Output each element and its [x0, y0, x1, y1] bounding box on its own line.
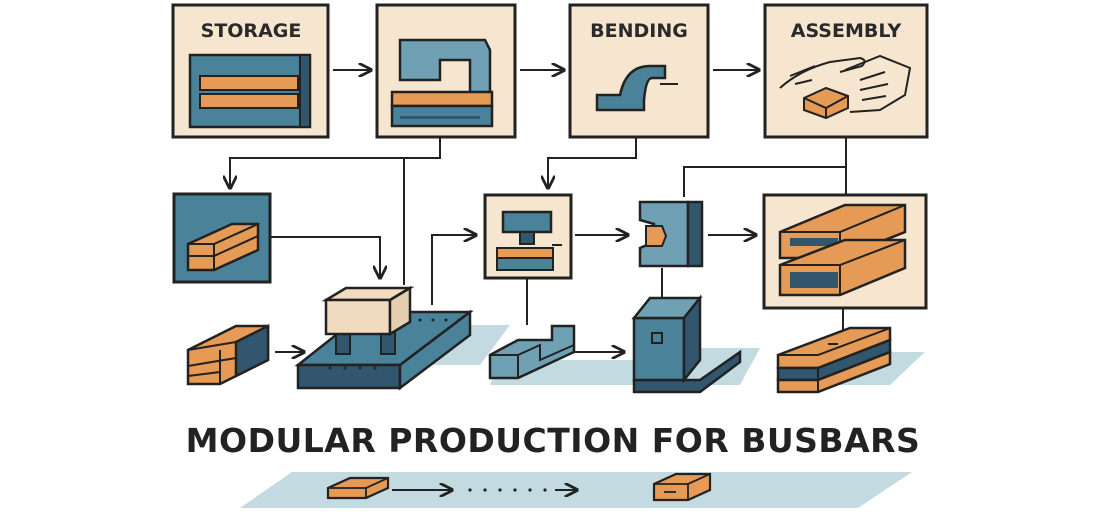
conveyor-busbar-right: [652, 472, 712, 502]
finished-busbar-stack: [776, 326, 892, 394]
press-table-machine: [294, 285, 474, 391]
conveyor-strip: [240, 472, 912, 508]
storage-rack-icon: [188, 53, 312, 129]
punching-module: [483, 193, 573, 280]
raw-busbar-block: [186, 323, 270, 386]
conveyor-busbar-left: [326, 476, 390, 500]
hands-assembling-icon: [779, 54, 912, 120]
stage-bending: BENDING: [568, 3, 710, 139]
stage-label-storage: STORAGE: [201, 20, 302, 42]
conveyor-dots: [468, 488, 547, 492]
stage-label-bending: BENDING: [590, 20, 688, 42]
stage-label-assembly: ASSEMBLY: [791, 20, 902, 42]
stage-cutting: [375, 3, 517, 139]
stacked-busbars-module: [762, 193, 928, 310]
stage-storage: STORAGE: [171, 3, 330, 139]
diagram-title: MODULAR PRODUCTION FOR BUSBARS: [186, 421, 921, 460]
bent-channel-piece: [488, 324, 576, 380]
busbar-stock-module: [172, 192, 272, 284]
cabinet-module: [631, 294, 742, 394]
clamp-module: [638, 200, 704, 268]
bent-bar-icon: [595, 64, 678, 112]
connector-lines: [230, 137, 847, 352]
press-machine-icon: [390, 38, 494, 128]
stage-assembly: ASSEMBLY: [763, 3, 929, 139]
